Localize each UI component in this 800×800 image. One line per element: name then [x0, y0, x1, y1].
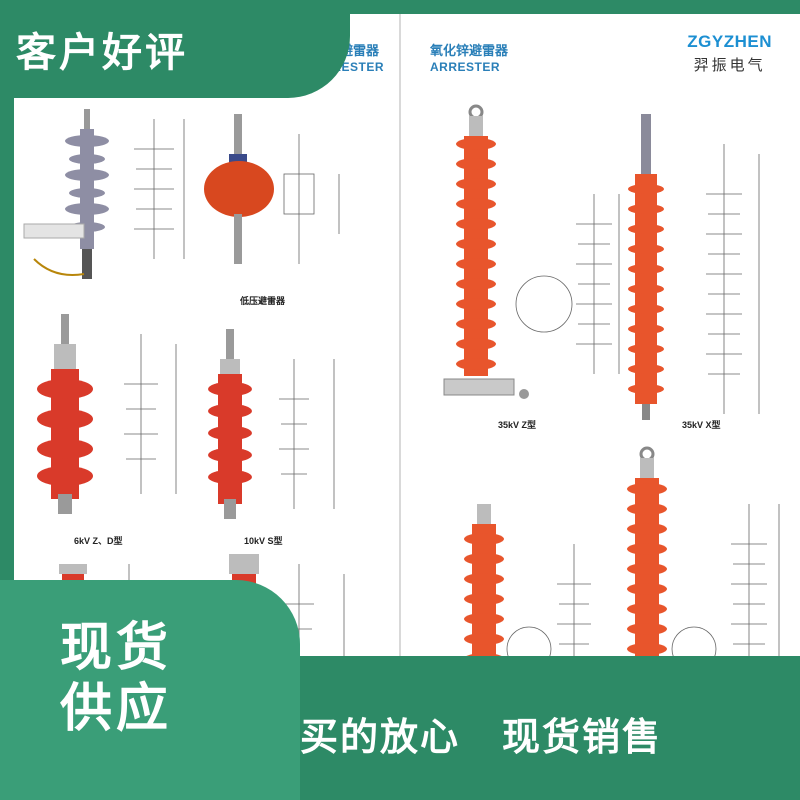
brand-logo: ZGYZHEN 羿振电气 — [687, 32, 772, 75]
right-header-en: ARRESTER — [430, 59, 501, 74]
slogan-buy-with-confidence: 买的放心 — [300, 715, 461, 759]
lower-orange-arresters-illustration — [464, 446, 780, 664]
caption-35kv-x: 35kV X型 — [682, 420, 721, 430]
caption-35kv-z: 35kV Z型 — [498, 420, 537, 430]
product-catalog: 化锌避雷器 ARRESTER 氧化锌避雷器 ARRESTER ZGYZHEN 羿… — [14, 14, 800, 664]
caption-6kv: 6kV Z、D型 — [74, 536, 123, 546]
page-divider — [399, 14, 401, 664]
arrester-35kv-z-illustration — [443, 104, 529, 399]
bottom-left-panel — [0, 580, 300, 800]
caption-10kv: 10kV S型 — [244, 536, 283, 546]
low-voltage-arrester-illustration — [204, 114, 340, 264]
right-header-cn: 氧化锌避雷器 — [430, 44, 509, 59]
arrester-10kv-illustration — [208, 329, 335, 519]
bottom-slogan: 买的放心现货销售 — [300, 706, 800, 761]
supply-line: 供应 — [60, 679, 173, 740]
brand-name-en: ZGYZHEN — [687, 32, 772, 51]
arrester-35kv-z-drawing — [515, 194, 620, 374]
customer-reviews-label: 客户好评 — [16, 30, 188, 76]
arrester-6kv-illustration — [37, 314, 177, 514]
in-stock-supply-label: 现货 供应 — [60, 618, 172, 741]
grey-arrester-illustration — [23, 109, 185, 279]
in-stock-line: 现货 — [60, 618, 173, 678]
arrester-35kv-x-illustration — [628, 114, 664, 420]
caption-low-voltage: 低压避雷器 — [240, 296, 286, 306]
arrester-35kv-x-drawing — [706, 144, 760, 414]
right-page-header: 氧化锌避雷器 ARRESTER — [430, 44, 508, 74]
top-left-banner — [0, 0, 350, 98]
brand-name-cn: 羿振电气 — [693, 56, 766, 74]
slogan-in-stock-sales: 现货销售 — [502, 715, 663, 759]
